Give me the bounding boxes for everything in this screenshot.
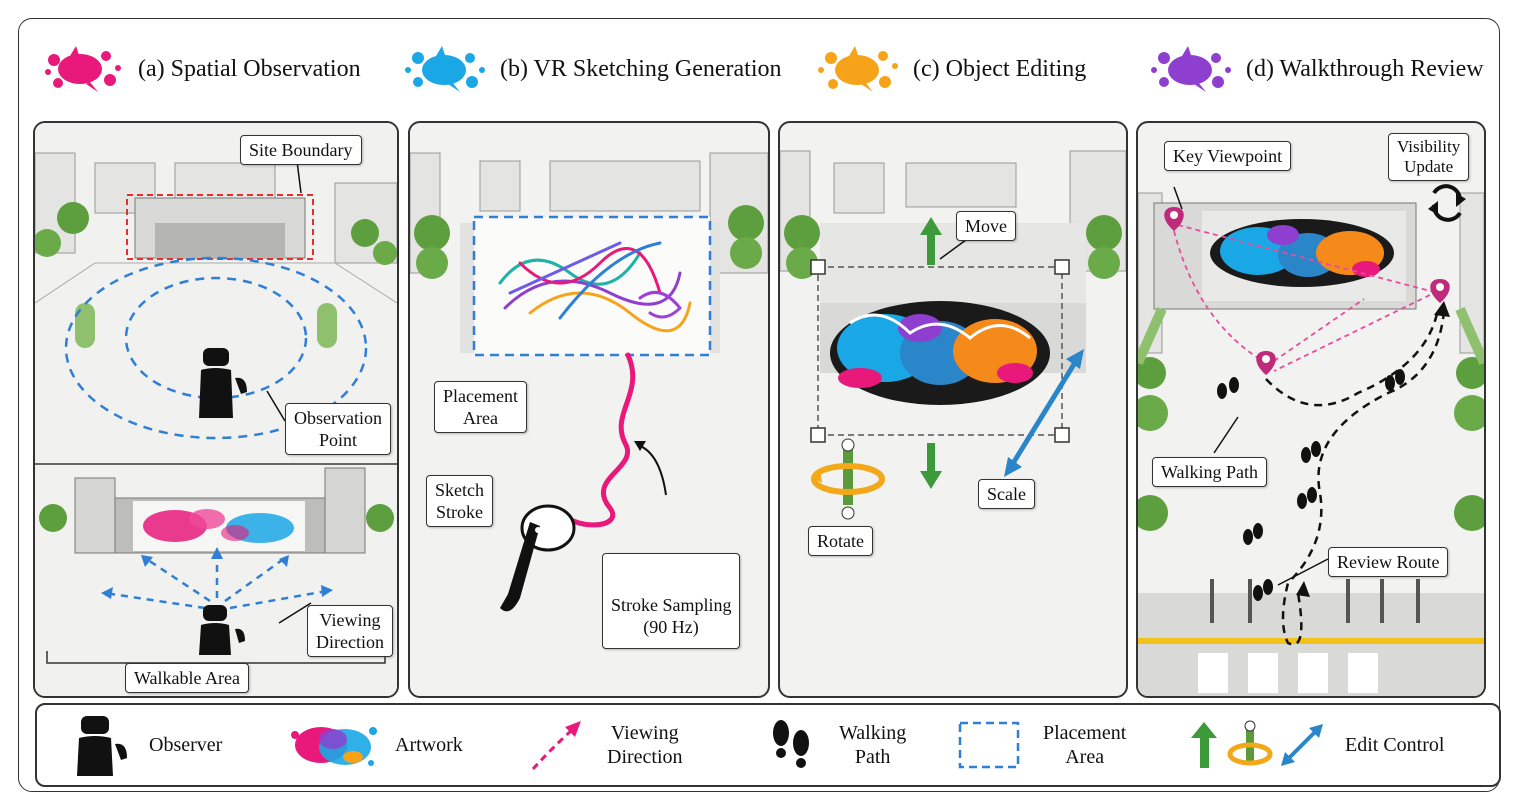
artwork-splash — [143, 509, 294, 543]
paint-splash-orange-icon — [818, 46, 898, 92]
site-boundary-label: Site Boundary — [240, 135, 362, 165]
scale-label: Scale — [978, 479, 1035, 509]
stage-label: (c) Object Editing — [913, 55, 1087, 82]
paint-splash-pink-icon — [45, 46, 121, 92]
stroke-sampling-label: Stroke Sampling(90 Hz) — [602, 553, 740, 649]
viewing-direction-arrows — [104, 553, 328, 610]
graffiti-artwork — [1210, 219, 1394, 287]
walkable-loop-outer — [64, 256, 368, 440]
stage-header-d: (d) Walkthrough Review — [1148, 46, 1484, 92]
legend-label: Artwork — [395, 734, 463, 756]
dashed-arrow-icon — [531, 721, 581, 771]
stage-label: (b) VR Sketching Generation — [500, 55, 782, 82]
legend-label: Edit Control — [1345, 734, 1445, 756]
footprints-icon — [1217, 369, 1405, 601]
legend-artwork: Artwork — [287, 705, 463, 785]
paint-splash-blue-icon — [405, 46, 485, 92]
tree-icon — [784, 215, 1122, 279]
sketch-scene — [410, 152, 768, 612]
stage-header-b: (b) VR Sketching Generation — [402, 46, 782, 92]
stage-label: (d) Walkthrough Review — [1246, 55, 1484, 82]
stage-header-a: (a) Spatial Observation — [40, 46, 361, 92]
observer-vr-icon — [199, 605, 245, 655]
sightline-dashes — [1173, 224, 1439, 372]
sketch-strokes — [498, 241, 692, 333]
tree-icon — [35, 202, 397, 265]
review-route-path — [1265, 308, 1446, 646]
vr-controller-icon — [500, 504, 576, 612]
walking-path-label: Walking Path — [1152, 457, 1268, 487]
paint-splash-purple-icon — [1151, 46, 1231, 92]
artwork-splash-icon — [291, 727, 377, 766]
move-arrows-icon — [920, 217, 942, 489]
observer-vr-icon — [199, 348, 247, 418]
rotate-label: Rotate — [808, 526, 873, 556]
selection-box — [817, 266, 1063, 436]
move-label: Move — [956, 211, 1016, 241]
rotate-gizmo-icon — [1227, 720, 1273, 766]
legend-observer: Observer — [71, 705, 222, 785]
stage-header-c: (c) Object Editing — [815, 46, 1086, 92]
dashed-rectangle-icon — [958, 721, 1020, 769]
scale-arrow-icon — [1004, 349, 1084, 477]
walkable-area-label: Walkable Area — [125, 663, 249, 693]
footprints-icon — [773, 720, 809, 768]
editing-scene — [780, 150, 1126, 520]
walkthrough-scene — [1138, 184, 1484, 696]
key-viewpoint-label: Key Viewpoint — [1164, 141, 1292, 171]
legend-label: Observer — [149, 734, 223, 756]
legend-edit-control: Edit Control — [1187, 705, 1444, 785]
graffiti-artwork — [830, 301, 1050, 405]
observer-vr-icon — [77, 716, 127, 776]
move-arrow-icon — [1191, 722, 1217, 768]
scale-arrow-icon — [1281, 724, 1323, 766]
tree-icon — [414, 205, 764, 279]
review-route-label: Review Route — [1328, 547, 1449, 577]
site-scene — [35, 123, 397, 696]
stage-label: (a) Spatial Observation — [138, 55, 361, 82]
location-pin-icon — [1164, 207, 1450, 375]
tree-icon — [1138, 357, 1484, 531]
panel-object-editing: Move Rotate Scale — [778, 121, 1128, 698]
rotate-gizmo-icon — [811, 438, 885, 520]
